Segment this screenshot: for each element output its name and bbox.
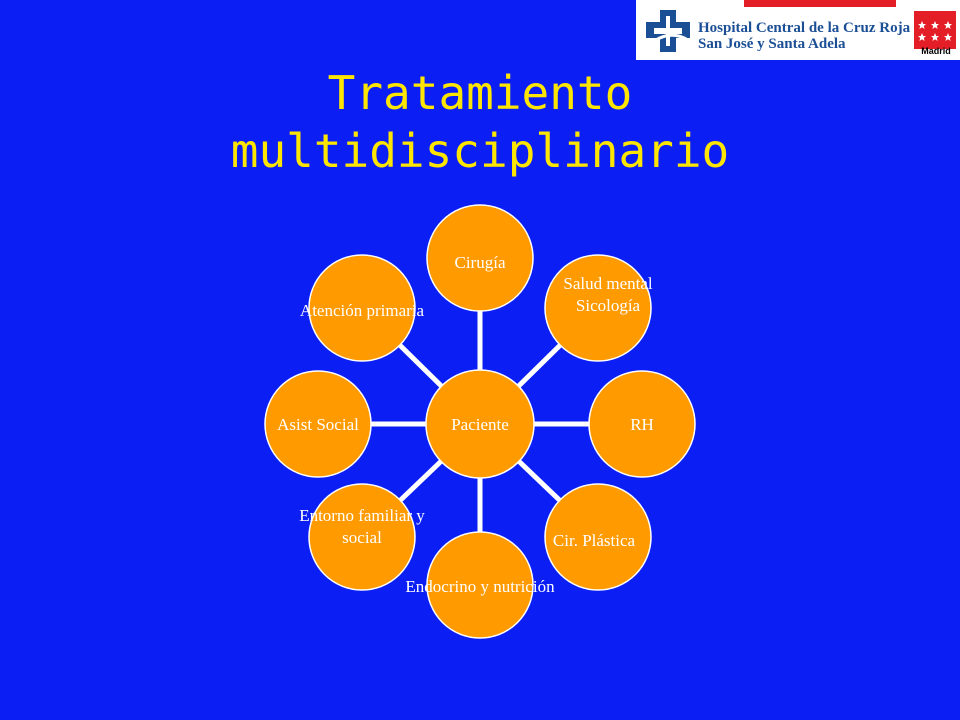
node-circle xyxy=(308,254,416,362)
node-label: Asist Social xyxy=(277,415,359,434)
title-line2: multidisciplinario xyxy=(230,124,730,178)
node-circle xyxy=(588,370,696,478)
page-title: Tratamiento multidisciplinario xyxy=(200,64,760,180)
center-node-label: Paciente xyxy=(451,415,509,434)
hospital-name-line1: Hospital Central de la Cruz Roja xyxy=(698,20,911,36)
node-circle xyxy=(544,483,652,591)
center-node-circle xyxy=(425,369,535,479)
node-label: Atención primaria xyxy=(300,301,425,320)
node-circle xyxy=(544,254,652,362)
node-circle xyxy=(308,483,416,591)
node-label: RH xyxy=(630,415,654,434)
madrid-label: Madrid xyxy=(921,46,951,56)
logo-red-bar xyxy=(744,0,896,7)
madrid-flag-icon xyxy=(914,11,956,49)
red-cross-emblem-icon xyxy=(642,6,694,56)
node-circle xyxy=(264,370,372,478)
node-circle xyxy=(426,204,534,312)
node-label: Endocrino y nutrición xyxy=(405,577,555,596)
hospital-name-line2: San José y Santa Adela xyxy=(698,36,846,52)
node-label: Cirugía xyxy=(455,253,506,272)
node-label: Cir. Plástica xyxy=(553,531,636,550)
node-circle xyxy=(426,531,534,639)
hospital-logo: Hospital Central de la Cruz Roja San Jos… xyxy=(636,0,960,60)
nodes xyxy=(264,204,696,639)
title-line1: Tratamiento xyxy=(327,66,633,120)
